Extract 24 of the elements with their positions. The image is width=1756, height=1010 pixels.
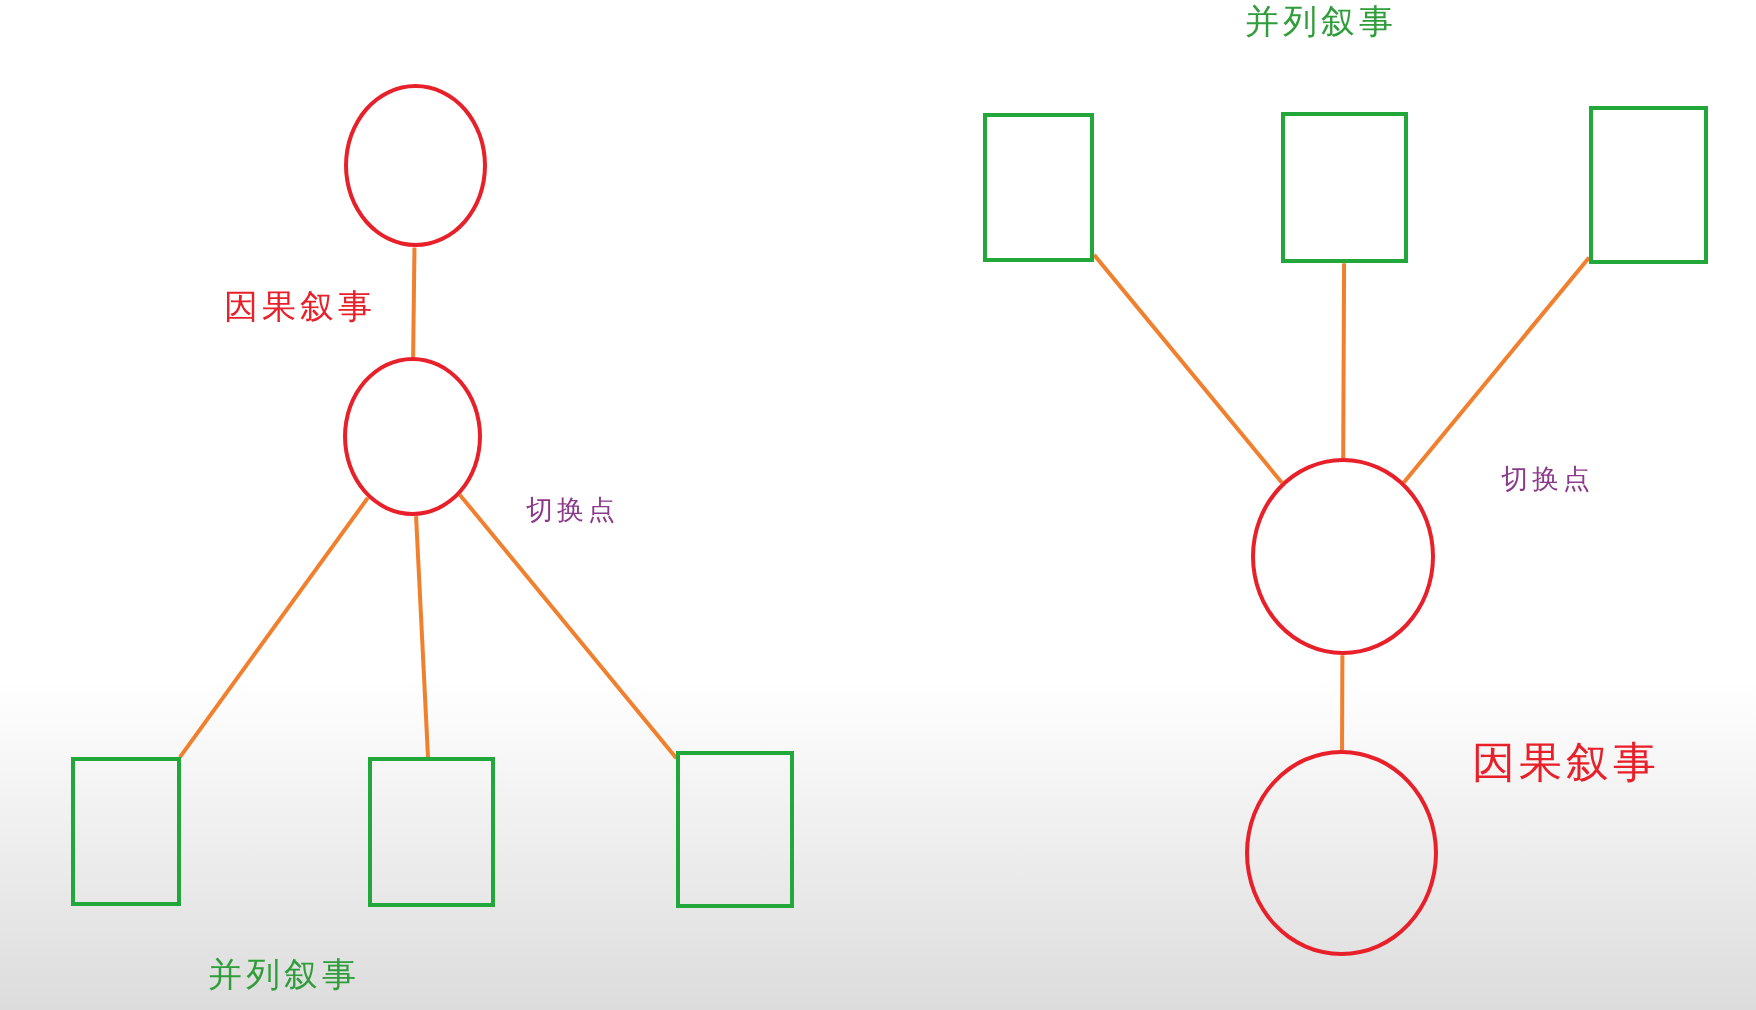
- connector-line: [458, 493, 678, 760]
- circle: [342, 357, 482, 517]
- label: 切换点: [526, 493, 620, 527]
- label: 因果叙事: [223, 286, 376, 327]
- label: 并列叙事: [208, 955, 361, 996]
- circle: [1250, 458, 1435, 656]
- connector-line: [414, 516, 430, 758]
- square-box: [1589, 106, 1708, 265]
- label: 切换点: [1500, 462, 1594, 495]
- square-box: [1281, 112, 1408, 264]
- circle: [1245, 750, 1438, 957]
- square-box: [70, 757, 182, 906]
- connector-line: [1341, 263, 1347, 459]
- label: 并列叙事: [1245, 2, 1398, 43]
- connector-line: [411, 247, 417, 358]
- label: 因果叙事: [1471, 736, 1660, 788]
- square-box: [676, 751, 794, 909]
- connector-line: [1092, 253, 1284, 485]
- square-box: [983, 113, 1095, 263]
- circle: [343, 84, 488, 248]
- connector-line: [1402, 256, 1591, 484]
- connector-line: [1340, 655, 1345, 751]
- connector-line: [178, 496, 370, 759]
- square-box: [368, 757, 495, 908]
